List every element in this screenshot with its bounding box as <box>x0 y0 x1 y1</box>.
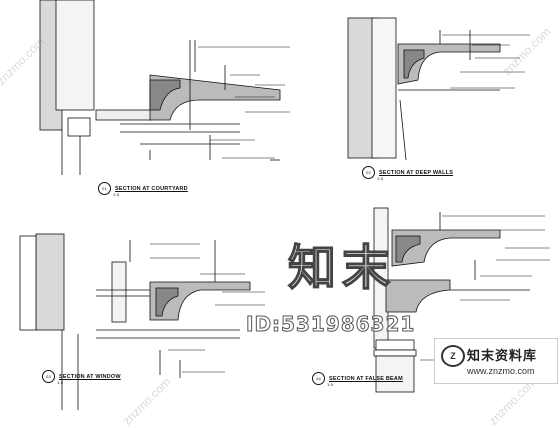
section-deep-walls: 02 SECTION AT DEEP WALLS 1:5 <box>300 0 560 200</box>
section-courtyard: 01 SECTION AT COURTYARD 1:5 <box>0 0 300 200</box>
deep-walls-scale: 1:5 <box>377 176 384 181</box>
false-beam-tag: 04 <box>312 372 325 385</box>
brand-logo-icon: Z <box>441 345 465 367</box>
courtyard-scale: 1:5 <box>113 192 120 197</box>
deep-walls-caption: 02 SECTION AT DEEP WALLS 1:5 <box>362 166 454 181</box>
courtyard-tag: 01 <box>98 182 111 195</box>
brand-badge: Z 知末资料库 www.znzmo.com <box>434 338 558 384</box>
false-beam-title: SECTION AT FALSE BEAM <box>329 375 403 382</box>
false-beam-caption: 04 SECTION AT FALSE BEAM 1:5 <box>312 372 403 387</box>
brand-name: 知末资料库 <box>467 349 538 364</box>
deep-walls-tag: 02 <box>362 166 375 179</box>
section-window: 03 SECTION AT WINDOW 1:5 <box>0 200 300 420</box>
window-title: SECTION AT WINDOW <box>59 373 121 380</box>
window-tag: 03 <box>42 370 55 383</box>
false-beam-scale: 1:5 <box>327 382 334 387</box>
brand-url: www.znzmo.com <box>467 366 535 376</box>
watermark-id: ID:531986321 <box>245 312 416 337</box>
section-deep-walls-drawing <box>347 17 530 161</box>
section-false-beam-drawing <box>373 207 550 393</box>
courtyard-caption: 01 SECTION AT COURTYARD 1:5 <box>98 182 188 197</box>
deep-walls-title: SECTION AT DEEP WALLS <box>379 169 454 176</box>
section-false-beam: 04 SECTION AT FALSE BEAM 1:5 <box>300 200 560 420</box>
window-scale: 1:5 <box>57 380 64 385</box>
watermark-logo: 知末 <box>287 239 397 296</box>
section-window-drawing <box>19 233 265 410</box>
courtyard-title: SECTION AT COURTYARD <box>115 185 188 192</box>
section-courtyard-drawing <box>39 0 290 175</box>
window-caption: 03 SECTION AT WINDOW 1:5 <box>42 370 121 385</box>
